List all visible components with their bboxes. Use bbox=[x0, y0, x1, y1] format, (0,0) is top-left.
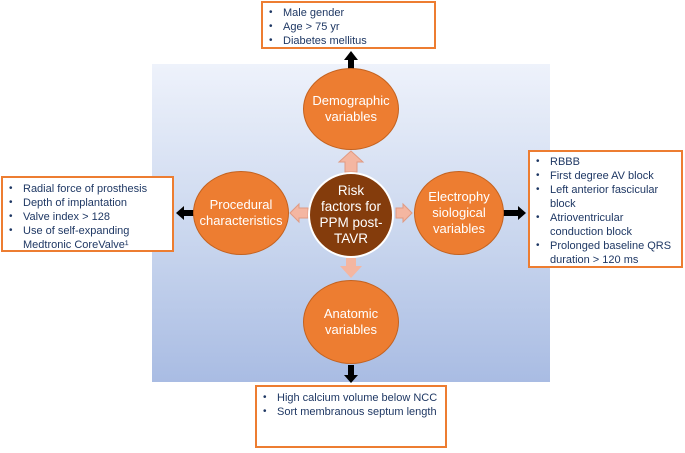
list-item: RBBB bbox=[530, 155, 677, 169]
box-electrophysiological: RBBB First degree AV block Left anterior… bbox=[528, 150, 683, 268]
arrow-right-small bbox=[395, 202, 413, 224]
arrow-left-black bbox=[176, 206, 195, 220]
node-electrophysiological: Electrophy siological variables bbox=[414, 171, 504, 255]
arrow-down-black bbox=[344, 365, 358, 383]
list-item: Atrioventricular conduction block bbox=[530, 211, 677, 239]
arrow-up-black bbox=[344, 51, 358, 70]
arrow-down-small bbox=[340, 258, 362, 278]
node-procedural-label: Procedural characteristics bbox=[199, 197, 283, 228]
node-demographic: Demographic variables bbox=[303, 68, 399, 150]
list-item: Use of self-expanding Medtronic CoreValv… bbox=[3, 224, 170, 252]
box-demographic: Male gender Age > 75 yr Diabetes mellitu… bbox=[261, 1, 436, 49]
list-item: Prolonged baseline QRS duration > 120 ms bbox=[530, 239, 677, 267]
box-anatomic: High calcium volume below NCC Sort membr… bbox=[255, 385, 447, 448]
list-item: Age > 75 yr bbox=[263, 20, 430, 34]
list-item: Radial force of prosthesis bbox=[3, 182, 170, 196]
arrow-right-black bbox=[502, 206, 526, 220]
arrow-left-small bbox=[289, 202, 309, 224]
list-item: First degree AV block bbox=[530, 169, 677, 183]
node-center: Risk factors for PPM post-TAVR bbox=[308, 172, 394, 258]
list-item: Diabetes mellitus bbox=[263, 34, 430, 48]
list-item: Depth of implantation bbox=[3, 196, 170, 210]
list-item: Left anterior fascicular block bbox=[530, 183, 677, 211]
list-item: Male gender bbox=[263, 6, 430, 20]
list-item: High calcium volume below NCC bbox=[257, 391, 439, 405]
box-procedural: Radial force of prosthesis Depth of impl… bbox=[1, 176, 174, 252]
list-item: Sort membranous septum length bbox=[257, 405, 439, 419]
node-procedural: Procedural characteristics bbox=[193, 171, 289, 255]
node-demographic-label: Demographic variables bbox=[312, 93, 390, 124]
center-label: Risk factors for PPM post-TAVR bbox=[319, 183, 383, 246]
node-anatomic-label: Anatomic variables bbox=[323, 306, 379, 337]
list-item: Valve index > 128 bbox=[3, 210, 170, 224]
arrow-up-small bbox=[337, 150, 365, 173]
node-electrophysiological-label: Electrophy siological variables bbox=[428, 189, 490, 236]
node-anatomic: Anatomic variables bbox=[303, 280, 399, 364]
